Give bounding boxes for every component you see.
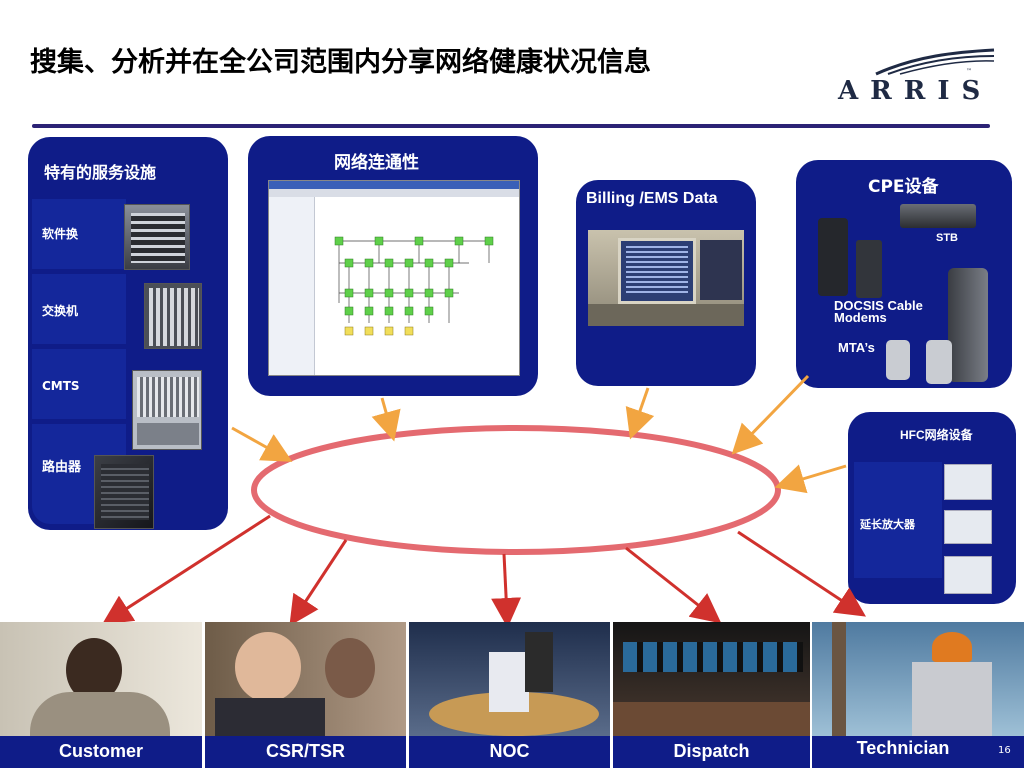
- stb-label: STB: [936, 232, 958, 244]
- cpe-panel: CPE设备 STB DOCSIS Cable Modems MTA’s: [796, 160, 1012, 388]
- service-row-softswitch: 软件换: [32, 199, 126, 269]
- outflow-arrow: [737, 530, 867, 617]
- amplifier-icon: [944, 556, 992, 594]
- role-label-dispatch: Dispatch: [613, 736, 810, 768]
- service-label: 软件换: [42, 227, 79, 241]
- service-label: 交换机: [42, 304, 79, 318]
- service-row-cmts: CMTS: [32, 349, 126, 419]
- outflow-arrow: [289, 539, 348, 627]
- amplifier-icon: [944, 510, 992, 544]
- role-label-technician: Technician: [812, 736, 1024, 768]
- service-row-switch: 交换机: [32, 274, 126, 344]
- billing-panel: Billing /EMS Data: [576, 180, 756, 386]
- cpe-panel-title: CPE设备: [868, 177, 939, 197]
- service-label: CMTS: [42, 379, 80, 393]
- service-label: 路由器: [42, 460, 82, 475]
- outflow-arrow: [625, 546, 722, 624]
- page-number: 16: [998, 745, 1011, 756]
- cmts-chassis-icon: [132, 370, 202, 450]
- arris-logo: ARRIS ™: [836, 46, 996, 106]
- noc-photo: [409, 622, 610, 736]
- chassis-equipment-icon: [124, 204, 190, 270]
- cable-modem-icon: [948, 268, 988, 382]
- services-panel: 特有的服务设施 软件换 交换机 CMTS 路由器: [28, 137, 228, 530]
- switch-rack-icon: [144, 283, 202, 349]
- page-title: 搜集、分析并在全公司范围内分享网络健康状况信息: [30, 47, 651, 78]
- services-panel-title: 特有的服务设施: [44, 163, 157, 182]
- amplifier-icon: [944, 464, 992, 500]
- docsis-modems-label: DOCSIS Cable Modems: [834, 298, 923, 325]
- logo-trademark: ™: [966, 68, 972, 75]
- hfc-panel-title: HFC网络设备: [900, 428, 973, 442]
- role-label-csr-tsr: CSR/TSR: [205, 736, 406, 768]
- role-label-noc: NOC: [409, 736, 610, 768]
- dispatch-photo: [613, 622, 810, 736]
- customer-photo: [0, 622, 202, 736]
- inflow-arrow: [731, 374, 810, 455]
- hfc-amplifier-label: 延长放大器: [860, 519, 915, 531]
- logo-swoosh-icon: [875, 48, 995, 76]
- central-ellipse: [251, 425, 781, 555]
- inflow-arrow: [371, 397, 401, 442]
- network-topology-screenshot: [268, 180, 520, 376]
- inflow-arrow: [625, 387, 655, 440]
- modem-device-icon: [818, 218, 848, 296]
- hfc-equipment-row: [854, 462, 942, 578]
- hfc-panel: HFC网络设备 延长放大器: [848, 412, 1016, 604]
- mta-phone-icon: [886, 340, 910, 380]
- csr-photo: [205, 622, 406, 736]
- mta-phone-icon: [926, 340, 952, 384]
- inflow-arrow: [231, 426, 293, 462]
- router-unit-icon: [94, 455, 154, 529]
- connectivity-panel: 网络连通性: [248, 136, 538, 396]
- technician-photo: [812, 622, 1024, 736]
- billing-monitor-photo: [588, 230, 744, 326]
- modem-device-icon: [856, 240, 882, 298]
- outflow-arrow: [101, 514, 271, 625]
- outflow-arrow: [491, 553, 522, 628]
- connectivity-panel-title: 网络连通性: [334, 153, 419, 173]
- logo-text: ARRIS: [838, 76, 993, 106]
- mta-label: MTA’s: [838, 340, 875, 355]
- topology-tree-icon: [334, 236, 494, 336]
- inflow-arrow: [774, 464, 847, 494]
- billing-panel-title: Billing /EMS Data: [586, 190, 718, 207]
- header-divider: [32, 124, 990, 128]
- set-top-box-icon: [900, 204, 976, 228]
- role-label-customer: Customer: [0, 736, 202, 768]
